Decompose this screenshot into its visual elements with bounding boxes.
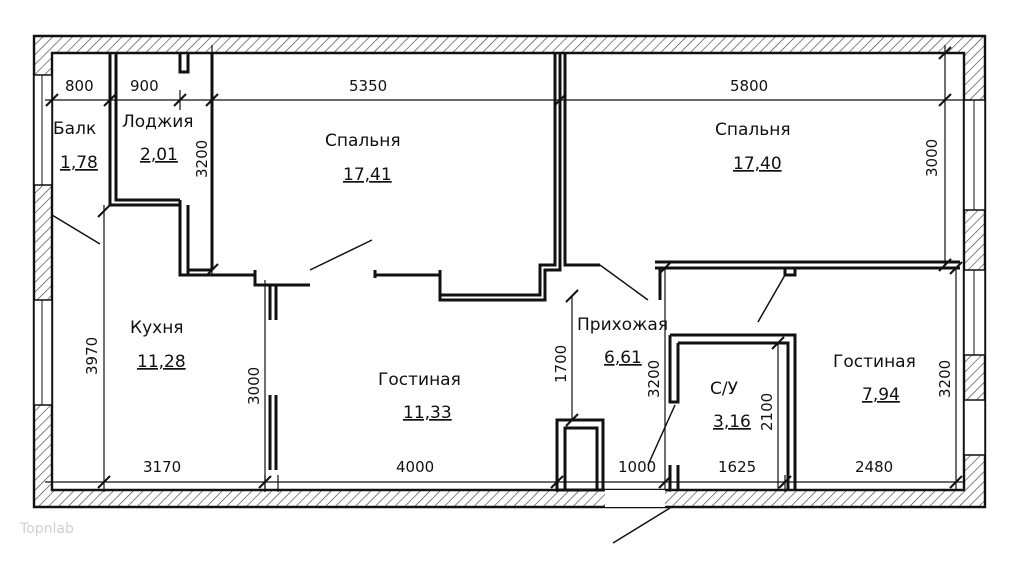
room-name-living2: Гостиная <box>833 352 916 372</box>
room-name-bathroom: С/У <box>710 379 739 399</box>
dimension-lines <box>45 45 970 492</box>
room-name-hall: Прихожая <box>577 315 668 335</box>
dim-v-3000-a: 3000 <box>923 139 941 177</box>
room-area-living2: 7,94 <box>862 385 900 405</box>
room-name-bedroom2: Спальня <box>715 120 791 140</box>
room-area-hall: 6,61 <box>604 348 642 368</box>
dimension-labels: 800 900 5350 5800 3200 3000 3970 3000 17… <box>65 77 954 476</box>
dim-bot-2480: 2480 <box>855 458 893 476</box>
dim-top-900: 900 <box>130 77 159 95</box>
room-name-balcony: Балк <box>53 119 96 139</box>
outer-walls <box>32 34 987 509</box>
interior-walls <box>108 53 960 492</box>
room-area-loggia: 2,01 <box>140 145 178 165</box>
dim-v-2100: 2100 <box>758 393 776 431</box>
dim-v-1700: 1700 <box>552 345 570 383</box>
room-area-balcony: 1,78 <box>60 153 98 173</box>
dim-v-3000-b: 3000 <box>245 367 263 405</box>
room-name-kitchen: Кухня <box>130 318 184 338</box>
dim-v-3200-c: 3200 <box>936 360 954 398</box>
door-swings <box>51 214 786 544</box>
dim-v-3200-b: 3200 <box>645 360 663 398</box>
room-area-bathroom: 3,16 <box>713 412 751 432</box>
dim-bot-1000: 1000 <box>618 458 656 476</box>
dim-bot-4000: 4000 <box>396 458 434 476</box>
room-area-bedroom2: 17,40 <box>733 154 782 174</box>
room-name-loggia: Лоджия <box>122 112 194 132</box>
dim-bot-1625: 1625 <box>718 458 756 476</box>
dim-v-3970: 3970 <box>83 337 101 375</box>
dim-bot-3170: 3170 <box>143 458 181 476</box>
dim-v-3200-a: 3200 <box>193 140 211 178</box>
dim-top-5800: 5800 <box>730 77 768 95</box>
dim-top-800: 800 <box>65 77 94 95</box>
watermark-logo: Topnlab <box>19 521 74 537</box>
room-name-living1: Гостиная <box>378 370 461 390</box>
dim-top-5350: 5350 <box>349 77 387 95</box>
room-area-bedroom1: 17,41 <box>343 165 392 185</box>
room-labels: Балк 1,78 Лоджия 2,01 Спальня 17,41 Спал… <box>53 112 916 432</box>
room-area-living1: 11,33 <box>403 403 452 423</box>
room-area-kitchen: 11,28 <box>137 352 186 372</box>
room-name-bedroom1: Спальня <box>325 131 401 151</box>
